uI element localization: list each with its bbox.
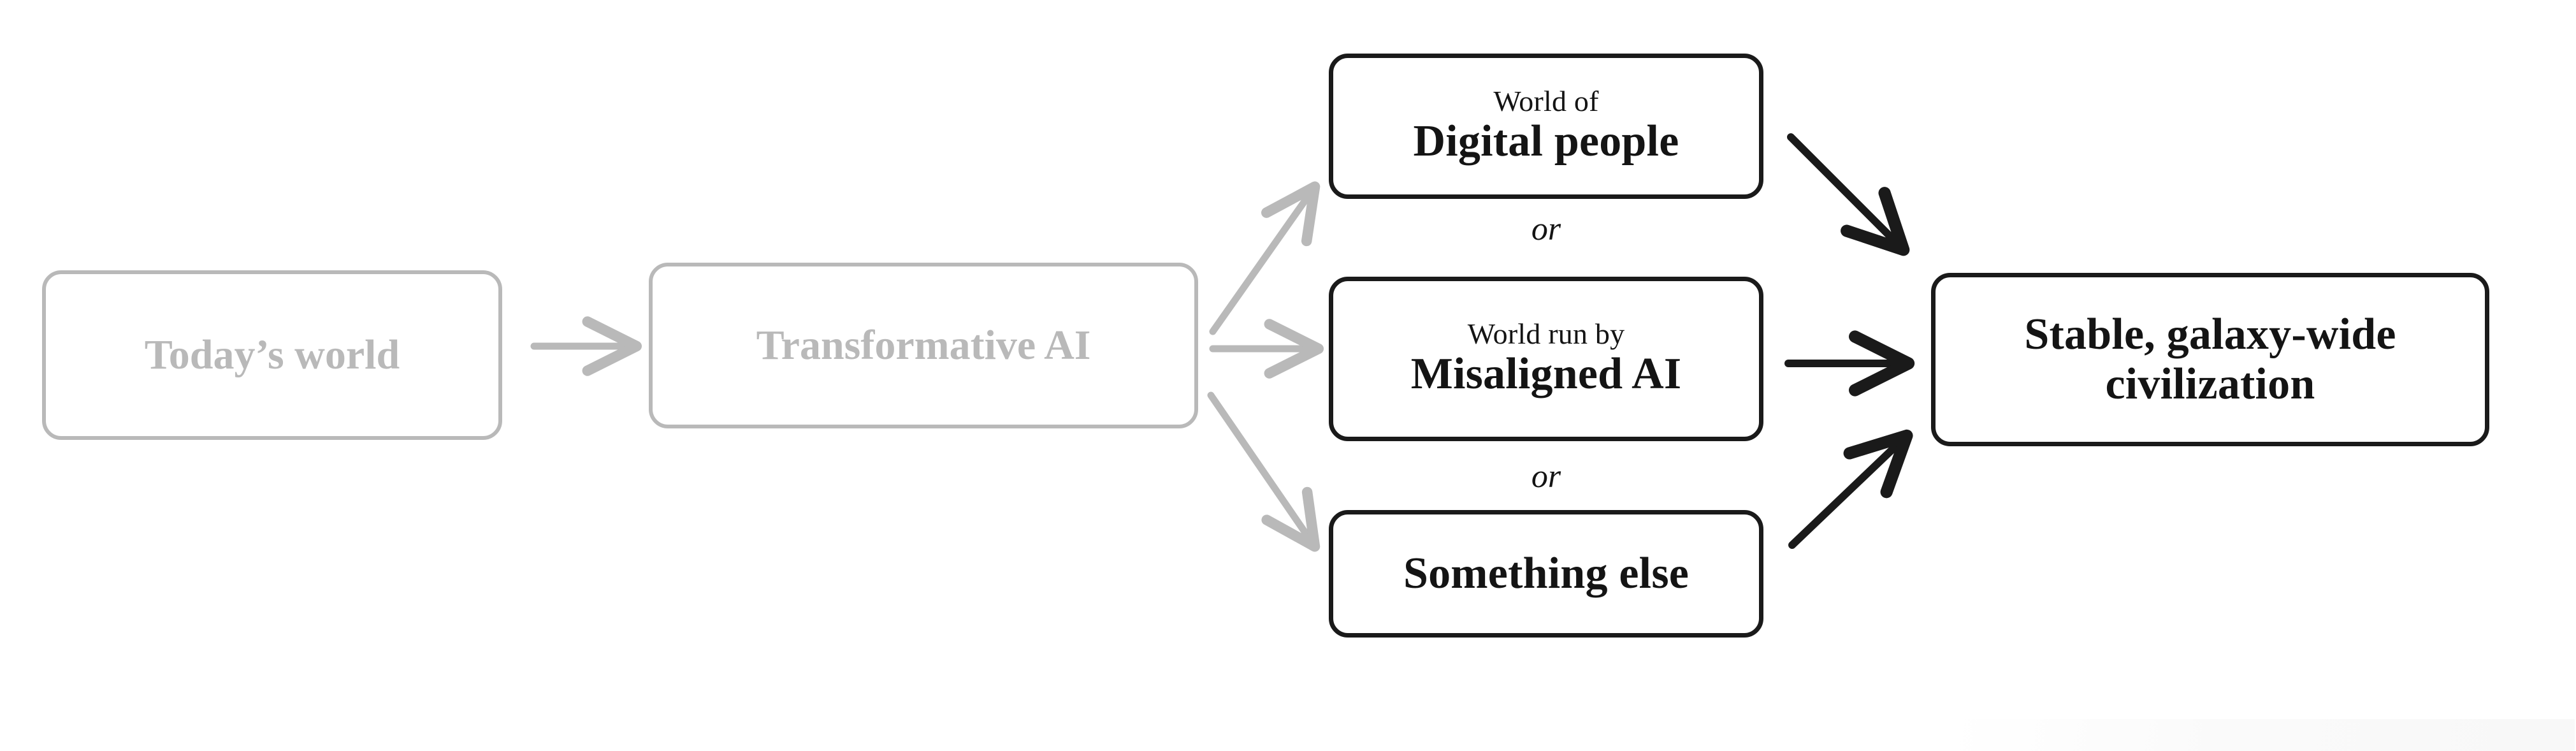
node-digital-people-label: Digital people	[1413, 116, 1679, 166]
node-todays-world[interactable]: Today’s world	[42, 270, 502, 440]
separator-or-2: or	[1531, 458, 1561, 495]
arrow-transformative-ai-to-something-else	[1207, 391, 1321, 552]
bottom-gradient-wash	[1950, 719, 2575, 751]
node-something-else-label: Something else	[1403, 548, 1690, 598]
node-misaligned-ai-kicker: World run by	[1467, 317, 1625, 350]
arrow-something-else-to-stable-civilization	[1788, 429, 1913, 549]
separator-or-1: or	[1531, 211, 1561, 247]
node-misaligned-ai-label: Misaligned AI	[1410, 349, 1682, 398]
node-transformative-ai-label: Transformative AI	[756, 322, 1091, 369]
arrow-digital-people-to-stable-civilization	[1787, 133, 1910, 256]
node-misaligned-ai[interactable]: World run by Misaligned AI	[1329, 277, 1763, 441]
node-digital-people-kicker: World of	[1493, 84, 1599, 117]
node-stable-civilization-label-line2: civilization	[2105, 360, 2315, 409]
node-stable-civilization-label-line1: Stable, galaxy-wide	[2024, 309, 2396, 359]
node-something-else[interactable]: Something else	[1329, 510, 1763, 638]
node-stable-civilization[interactable]: Stable, galaxy-wide civilization	[1931, 273, 2489, 446]
node-digital-people[interactable]: World of Digital people	[1329, 54, 1763, 199]
arrow-transformative-ai-to-digital-people	[1209, 181, 1321, 335]
node-todays-world-label: Today’s world	[144, 332, 400, 379]
node-transformative-ai[interactable]: Transformative AI	[649, 263, 1198, 428]
